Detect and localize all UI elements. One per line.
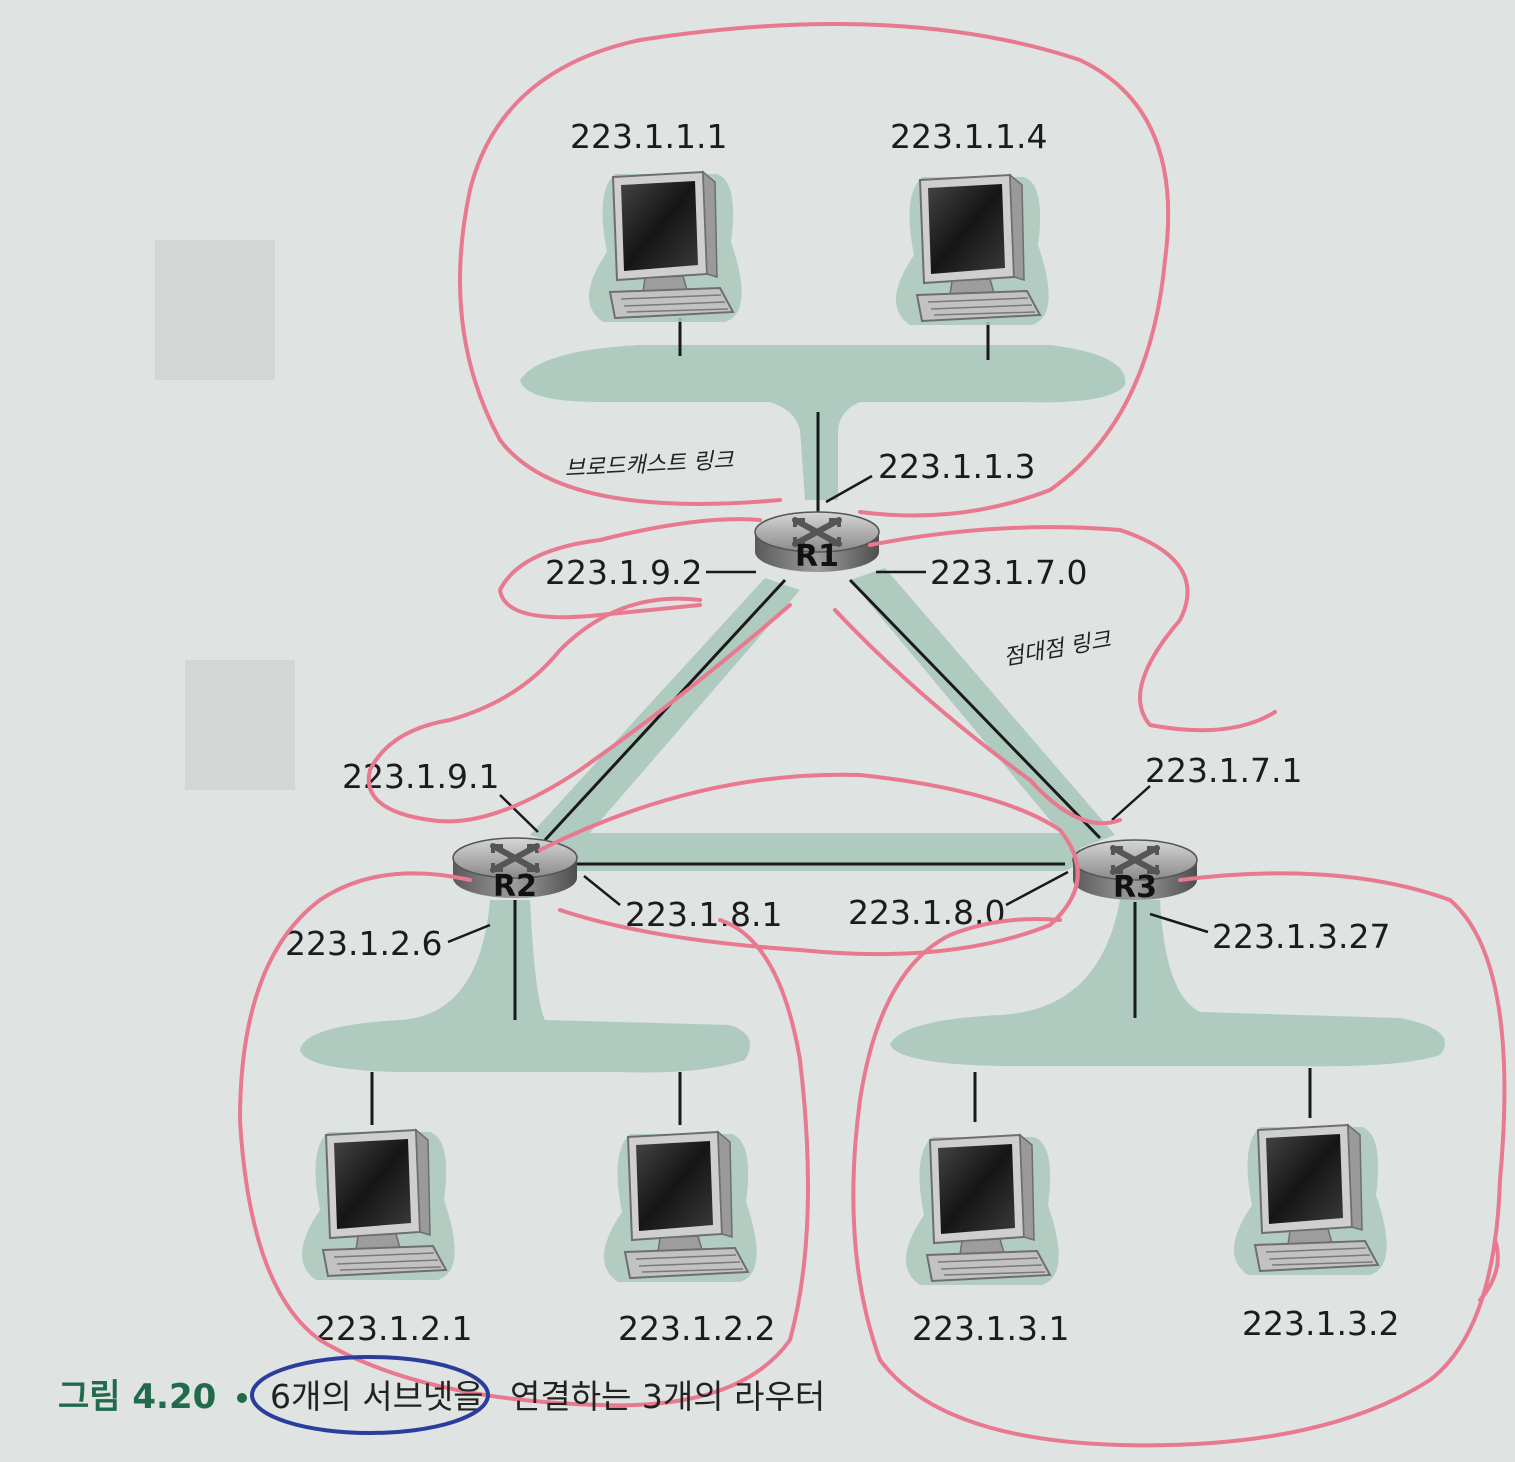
network-links — [370, 318, 1312, 1125]
subnet-annotation-circles — [237, 22, 1507, 1448]
host-computer — [587, 171, 743, 323]
host-computer — [894, 174, 1050, 326]
host-address-label: 223.1.2.1 — [315, 1309, 472, 1348]
host-address-label: 223.1.3.2 — [1242, 1304, 1399, 1343]
caption-text-rest: 연결하는 3개의 라우터 — [510, 1377, 825, 1416]
interface-label-r2-to-r1: 223.1.9.1 — [342, 757, 499, 796]
broadcast-link-note: 브로드캐스트 링크 — [564, 448, 735, 482]
paper-show-through — [155, 240, 295, 790]
router-r2-label: R2 — [493, 869, 537, 904]
interface-label-r2-to-r3: 223.1.8.1 — [625, 895, 782, 934]
host-computer — [904, 1134, 1060, 1286]
caption-bullet-icon — [237, 1393, 247, 1403]
router-r3-label: R3 — [1113, 870, 1157, 905]
interface-label-r3-subnet3: 223.1.3.27 — [1212, 917, 1390, 956]
interface-label-r3-to-r1: 223.1.7.1 — [1145, 751, 1302, 790]
figure-caption: 그림 4.20 6개의 서브넷을 연결하는 3개의 라우터 — [58, 1355, 825, 1435]
host-computer — [602, 1131, 758, 1283]
interface-leaders — [447, 474, 1209, 944]
host-address-label: 223.1.1.1 — [570, 117, 727, 156]
host-address-label: 223.1.1.4 — [890, 117, 1047, 156]
host-address-label: 223.1.2.2 — [618, 1309, 775, 1348]
caption-text-circled: 6개의 서브넷을 — [270, 1377, 484, 1416]
interface-label-r1-to-r2: 223.1.9.2 — [545, 553, 702, 592]
router-r1-label: R1 — [795, 539, 839, 574]
link-shading — [300, 345, 1445, 1073]
host-computer — [300, 1129, 456, 1281]
host-address-label: 223.1.3.1 — [912, 1309, 1069, 1348]
point-to-point-link-note: 점대점 링크 — [1002, 627, 1114, 671]
interface-label-r1-to-r3: 223.1.7.0 — [930, 553, 1087, 592]
figure-number: 그림 4.20 — [58, 1377, 216, 1417]
interface-label-r2-subnet2: 223.1.2.6 — [285, 924, 442, 963]
host-computer — [1232, 1124, 1388, 1276]
caption-blue-circle — [250, 1355, 490, 1435]
interface-label-r1-subnet1: 223.1.1.3 — [878, 447, 1035, 486]
